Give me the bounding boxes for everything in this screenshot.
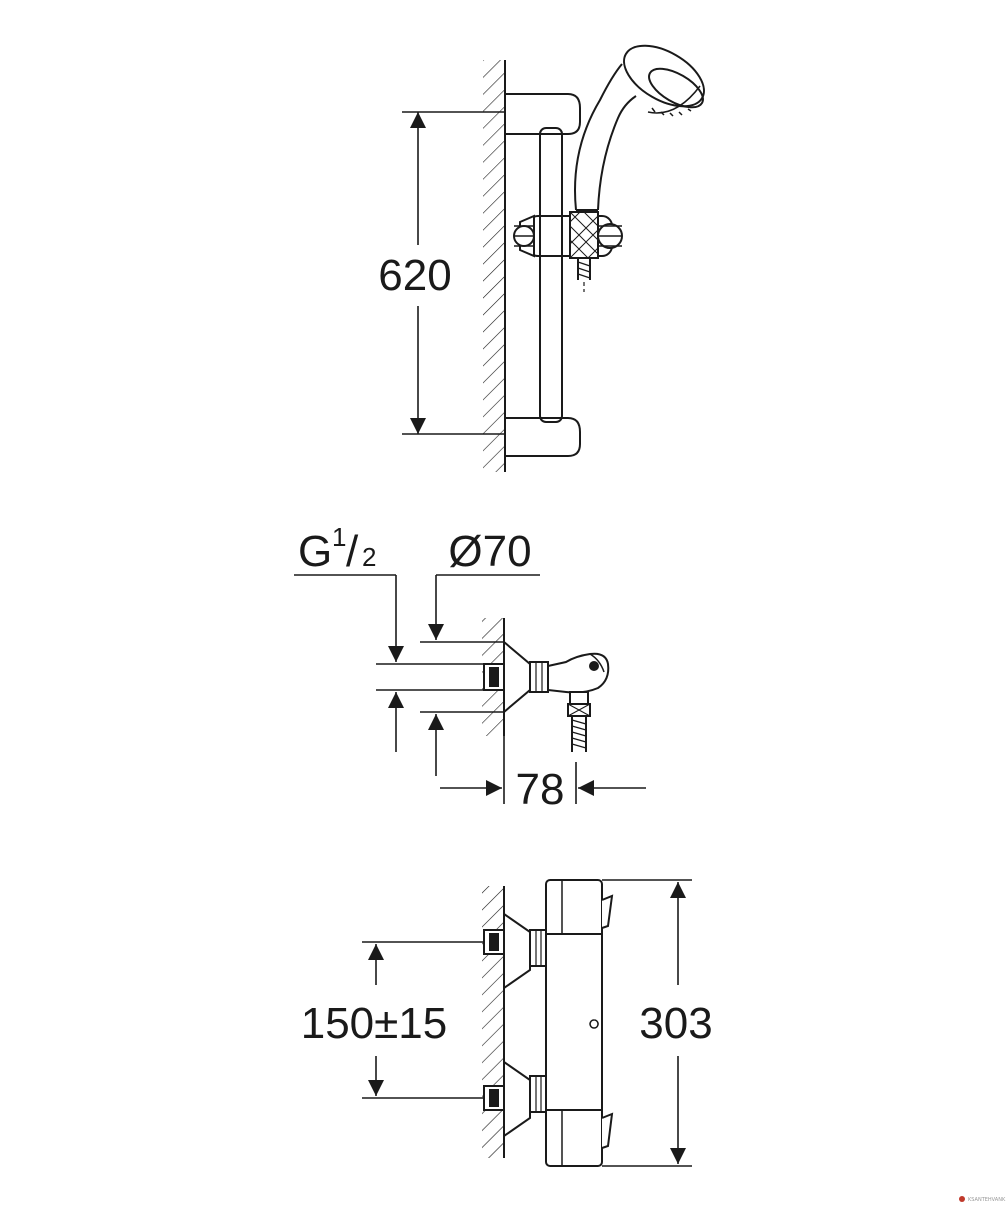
thermostat-front-view: [482, 879, 614, 1167]
dimension-620-label: 620: [378, 251, 451, 300]
dimension-150: [362, 941, 484, 1099]
thread-label: G 1 / 2: [298, 522, 376, 576]
height-label: 303: [639, 999, 712, 1048]
dimension-620: [402, 111, 505, 435]
shower-rail-view: [483, 44, 705, 472]
dimension-78: [440, 736, 646, 804]
hose-segment: [577, 258, 591, 292]
lower-bracket: [505, 417, 581, 457]
mixer-profile: [547, 652, 610, 694]
top-handle-detail: [601, 894, 614, 929]
dimension-diameter: [420, 574, 540, 776]
connector-nut: [529, 661, 549, 693]
wall-hatch-top: [483, 60, 505, 472]
bottom-handle-detail: [601, 1112, 614, 1149]
vertical-rail: [539, 127, 563, 423]
watermark: KSANTEHVANK: [959, 1196, 1006, 1203]
spacing-label: 150±15: [301, 999, 448, 1048]
thread-label-sub: 2: [362, 542, 376, 572]
watermark-text: KSANTEHVANK: [968, 1197, 1006, 1203]
dimension-thread: [294, 574, 484, 752]
lower-escutcheon: [503, 1060, 531, 1138]
upper-bracket: [505, 93, 581, 135]
depth-label: 78: [516, 765, 565, 814]
thread-label-sup: 1: [332, 522, 346, 552]
diameter-label: Ø70: [448, 527, 531, 576]
thermostat-body: [545, 879, 603, 1167]
hand-shower: [574, 44, 705, 211]
thread-label-g: G: [298, 527, 332, 576]
side-section-view: [482, 618, 610, 752]
wall-hatch-bottom: [482, 886, 504, 1158]
thread-label-slash: /: [346, 527, 359, 576]
upper-escutcheon: [503, 912, 531, 990]
rail-slider: [513, 211, 623, 259]
dimension-303: [602, 879, 692, 1167]
escutcheon: [503, 639, 531, 715]
